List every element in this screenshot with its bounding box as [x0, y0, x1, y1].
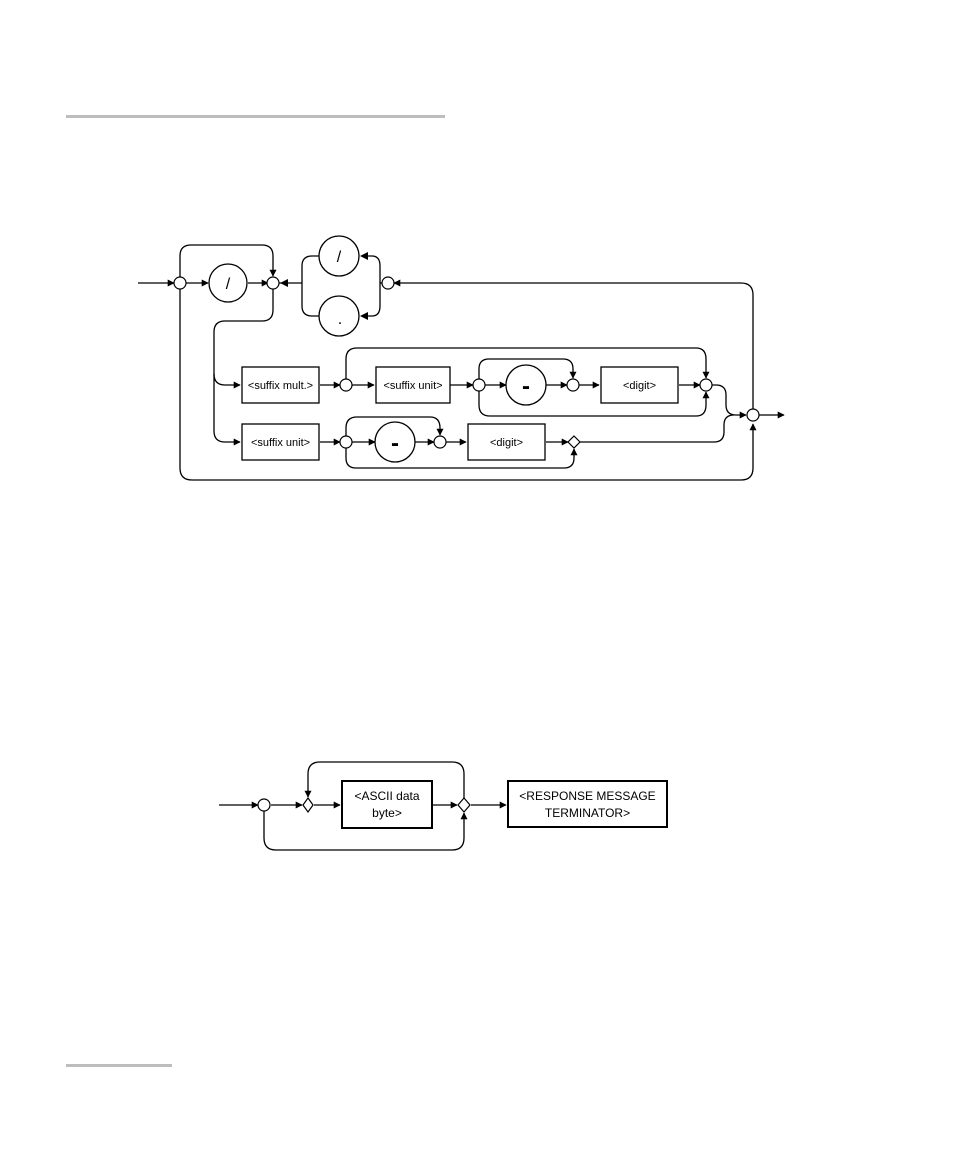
junction-node: [434, 436, 446, 448]
flow-line: [366, 283, 380, 316]
junction-node: [473, 379, 485, 391]
flow-line: [302, 256, 320, 283]
junction-node: [303, 798, 313, 812]
arrowhead: [360, 312, 368, 320]
bypass-line: [264, 811, 464, 850]
slash-symbol-label: /: [226, 276, 231, 293]
arrowhead: [360, 252, 368, 260]
digit-label: <digit>: [490, 437, 523, 449]
ascii-data-byte-label-line2: byte>: [372, 806, 402, 820]
ascii-data-byte-label-line1: <ASCII data: [354, 789, 419, 803]
junction-node: [568, 436, 580, 448]
flow-line: [302, 283, 320, 316]
junction-node: [340, 436, 352, 448]
junction-node: [340, 379, 352, 391]
junction-node: [174, 277, 186, 289]
digit-label: <digit>: [623, 380, 656, 392]
junction-node: [258, 799, 270, 811]
suffix-program-data-syntax-diagram: / / . - - <suffix mult.> <suffix unit> <…: [0, 0, 954, 520]
junction-node: [382, 277, 394, 289]
suffix-mult-label: <suffix mult.>: [248, 380, 313, 392]
ascii-data-byte-box: [342, 781, 432, 828]
terminator-label-line2: TERMINATOR>: [545, 806, 630, 820]
slash-symbol-label: /: [337, 249, 342, 266]
footer-rule: [66, 1064, 172, 1067]
repeat-loop-line: [308, 762, 464, 799]
suffix-unit-label: <suffix unit>: [383, 380, 442, 392]
junction-node: [567, 379, 579, 391]
arrowhead: [280, 279, 288, 287]
flow-line: [712, 385, 746, 415]
flow-line: [214, 374, 240, 442]
junction-node: [267, 277, 279, 289]
dash-symbol-label: -: [391, 430, 399, 457]
junction-node: [458, 798, 470, 812]
flow-line: [366, 256, 380, 283]
dash-symbol-label: -: [522, 373, 530, 400]
terminator-label-line1: <RESPONSE MESSAGE: [519, 789, 655, 803]
junction-node: [747, 409, 759, 421]
dot-symbol-label: .: [338, 311, 342, 328]
suffix-unit-label: <suffix unit>: [251, 437, 310, 449]
response-message-terminator-box: [508, 781, 667, 827]
junction-node: [700, 379, 712, 391]
flow-line: [580, 415, 734, 442]
